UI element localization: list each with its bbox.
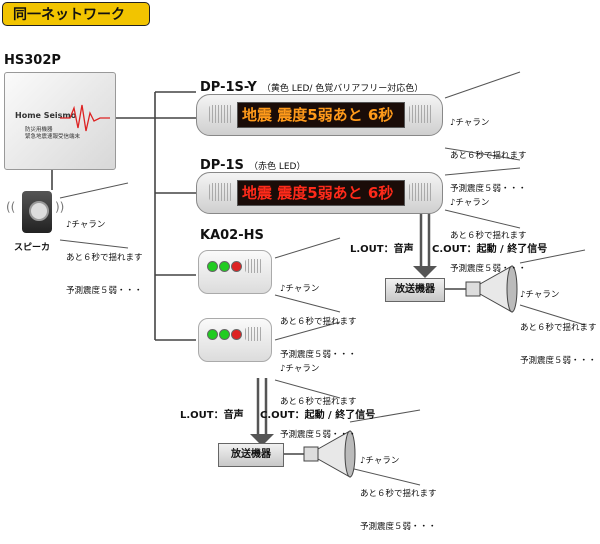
bubble-line-2: あと６秒で揺れます (450, 231, 527, 241)
horn-speaker-icon-2 (283, 430, 356, 478)
broadcast-device-right: 放送機器 (385, 278, 445, 302)
lout-label-right: L.OUT：音声 (350, 244, 414, 255)
yellow-display-model: DP-1S-Y (200, 80, 257, 95)
green-button-icon (207, 329, 218, 340)
bubble-line-1: ♪チャラン (280, 364, 320, 374)
main-unit-caption-2: 緊急地震速報受信端末 (25, 134, 81, 140)
red-led-display: 地震 震度5弱あと 6秒 (196, 172, 443, 214)
console-device-1 (198, 250, 272, 294)
console-grille (245, 327, 263, 341)
right-grille (409, 105, 433, 123)
bubble-line-1: ♪チャラン (520, 290, 560, 300)
red-display-title: DP-1S （赤色 LED） (200, 154, 306, 173)
bubble-line-2: あと６秒で揺れます (280, 317, 357, 327)
left-grille (209, 105, 233, 123)
cout-label-bottom: C.OUT：起動 / 終了信号 (260, 410, 376, 421)
main-unit-caption: 防災用機器 緊急地震速報受信端末 (25, 127, 80, 141)
seismic-wave-icon (60, 104, 110, 132)
left-grille (209, 183, 233, 201)
red-display-bubble: ♪チャラン あと６秒で揺れます 予測震度５弱・・・ (450, 176, 527, 286)
bubble-line-3: 予測震度５弱・・・ (360, 522, 437, 532)
bubble-line-1: ♪チャラン (280, 284, 320, 294)
bubble-line-1: ♪チャラン (450, 118, 490, 128)
bubble-line-1: ♪チャラン (66, 220, 106, 230)
horn-bubble-right: ♪チャラン あと６秒で揺れます 予測震度５弱・・・ (520, 268, 597, 378)
horn-bubble-bottom: ♪チャラン あと６秒で揺れます 予測震度５弱・・・ (360, 434, 437, 544)
bubble-line-2: あと６秒で揺れます (520, 323, 597, 333)
right-grille (409, 183, 433, 201)
console-bubble-2: ♪チャラン あと６秒で揺れます 予測震度５弱・・・ (280, 342, 357, 452)
red-display-note: （赤色 LED） (249, 162, 306, 172)
red-led-screen: 地震 震度5弱あと 6秒 (237, 180, 405, 206)
main-unit-model: HS302P (4, 53, 61, 68)
console-model: KA02-HS (200, 228, 264, 243)
main-unit-box: Home Seismo 防災用機器 緊急地震速報受信端末 (4, 72, 116, 170)
bubble-line-3: 予測震度５弱・・・ (66, 286, 143, 296)
red-display-model: DP-1S (200, 158, 244, 173)
main-unit-caption-1: 防災用機器 (25, 127, 53, 133)
lout-label-bottom: L.OUT：音声 (180, 410, 244, 421)
console-grille (245, 259, 263, 273)
bubble-line-1: ♪チャラン (450, 198, 490, 208)
network-title-badge: 同一ネットワーク (2, 2, 150, 26)
bubble-line-3: 予測震度５弱・・・ (280, 430, 357, 440)
yellow-led-display: 地震 震度5弱あと 6秒 (196, 94, 443, 136)
connection-lines (51, 71, 586, 486)
bubble-line-3: 予測震度５弱・・・ (450, 264, 527, 274)
brand-logo: Home Seismo (15, 111, 77, 120)
yellow-led-screen: 地震 震度5弱あと 6秒 (237, 102, 405, 128)
green-button-icon (219, 329, 230, 340)
bubble-line-3: 予測震度５弱・・・ (520, 356, 597, 366)
speaker-cone-icon (29, 201, 49, 221)
speaker-label: スピーカ (14, 243, 51, 253)
cout-label-right: C.OUT：起動 / 終了信号 (432, 244, 548, 255)
red-button-icon (231, 329, 242, 340)
bubble-line-3: 予測震度５弱・・・ (280, 350, 357, 360)
yellow-display-note: （黄色 LED/ 色覚バリアフリー対応色） (261, 84, 424, 94)
sound-wave-right-icon: )) (55, 200, 65, 214)
bubble-line-1: ♪チャラン (360, 456, 400, 466)
bubble-line-2: あと６秒で揺れます (360, 489, 437, 499)
yellow-display-title: DP-1S-Y （黄色 LED/ 色覚バリアフリー対応色） (200, 76, 423, 95)
console-device-2 (198, 318, 272, 362)
yellow-display-bubble: ♪チャラン あと６秒で揺れます 予測震度５弱・・・ (450, 96, 527, 206)
bubble-line-2: あと６秒で揺れます (66, 253, 143, 263)
speaker-bubble: ♪チャラン あと６秒で揺れます 予測震度５弱・・・ (66, 198, 143, 308)
green-button-icon (207, 261, 218, 272)
red-button-icon (231, 261, 242, 272)
bubble-line-3: 予測震度５弱・・・ (450, 184, 527, 194)
horn-speaker-icon (445, 265, 518, 313)
speaker-device (22, 191, 52, 233)
green-button-icon (219, 261, 230, 272)
bubble-line-2: あと６秒で揺れます (450, 151, 527, 161)
bubble-line-2: あと６秒で揺れます (280, 397, 357, 407)
broadcast-device-bottom: 放送機器 (218, 443, 284, 467)
sound-wave-left-icon: (( (6, 200, 16, 214)
console-bubble-1: ♪チャラン あと６秒で揺れます 予測震度５弱・・・ (280, 262, 357, 372)
